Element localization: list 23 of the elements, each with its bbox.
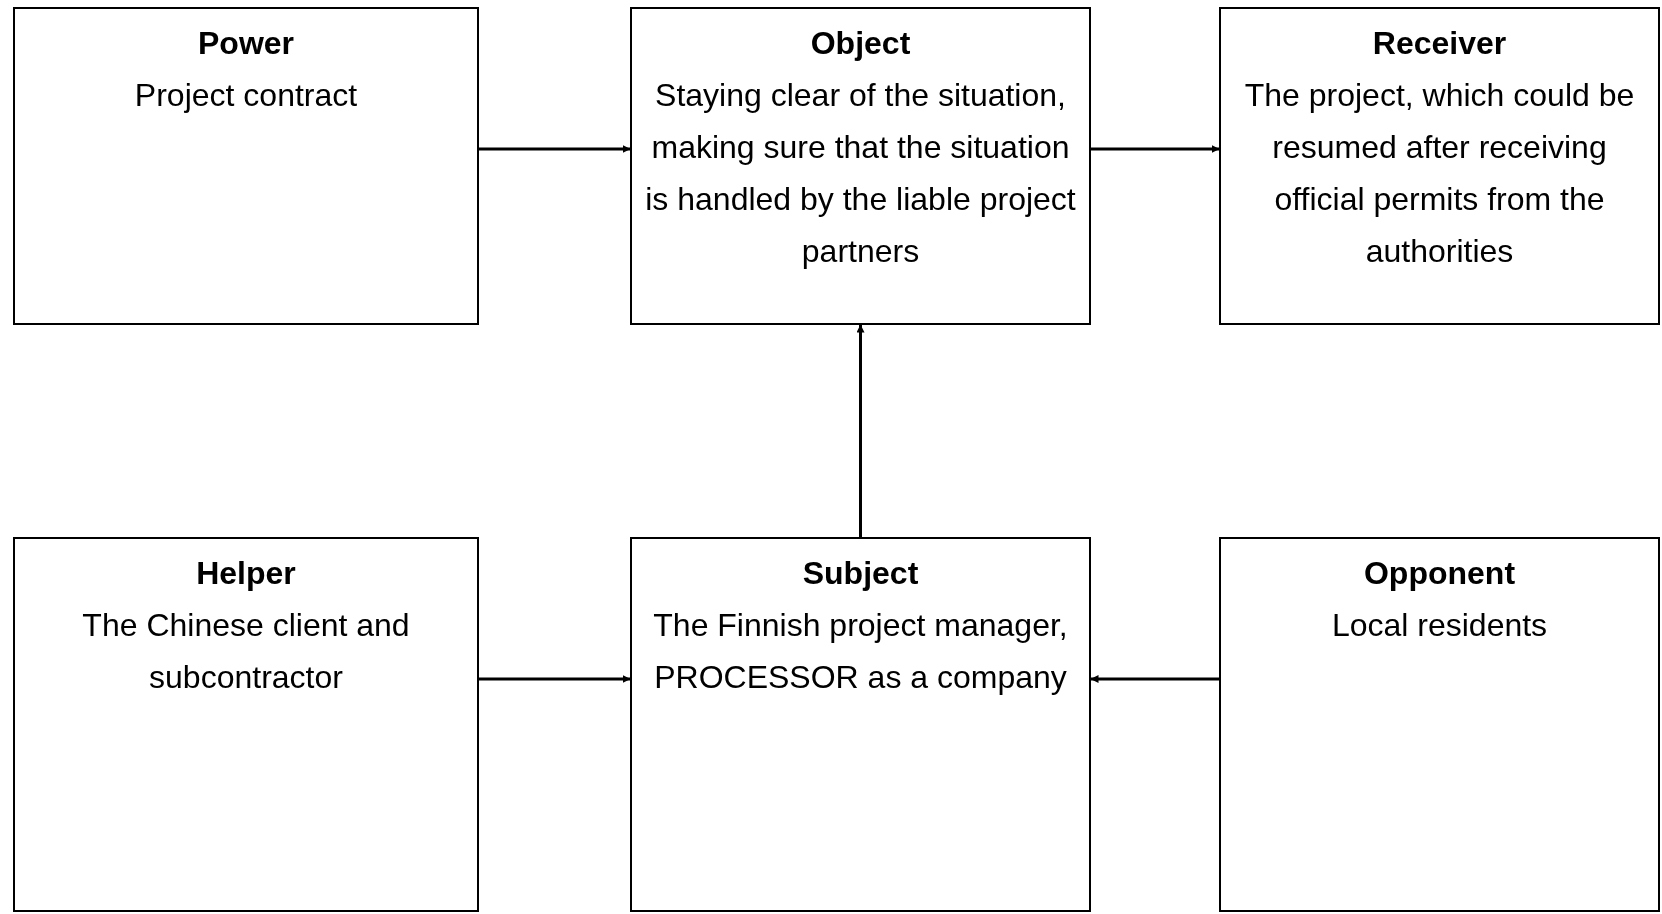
role-box bbox=[13, 7, 479, 325]
role-description: Project contract bbox=[134, 76, 358, 115]
role-box bbox=[1219, 537, 1660, 912]
arrow bbox=[1091, 145, 1220, 153]
role-box bbox=[1219, 7, 1660, 325]
role-heading: Subject bbox=[802, 554, 919, 593]
role-heading: Opponent bbox=[1363, 554, 1516, 593]
role-heading: Power bbox=[198, 24, 294, 63]
role-description: Staying clear of the situation, making sure that the situation is handled by the liable project partners bbox=[644, 76, 1077, 271]
arrow bbox=[1090, 675, 1219, 683]
role-description: Local residents bbox=[1331, 606, 1548, 645]
role-heading: Receiver bbox=[1372, 24, 1507, 63]
role-heading: Object bbox=[810, 24, 911, 63]
arrow bbox=[479, 145, 631, 153]
role-box bbox=[630, 7, 1091, 325]
role-heading: Helper bbox=[196, 554, 296, 593]
role-box bbox=[630, 537, 1091, 912]
role-description: The project, which could be resumed after receiving official permits from the authorities bbox=[1243, 76, 1636, 271]
role-description: The Finnish project manager, PROCESSOR as a company bbox=[652, 606, 1069, 697]
role-description: The Chinese client and subcontractor bbox=[81, 606, 411, 697]
role-box bbox=[13, 537, 479, 912]
arrow bbox=[856, 324, 865, 537]
arrow bbox=[479, 675, 631, 683]
